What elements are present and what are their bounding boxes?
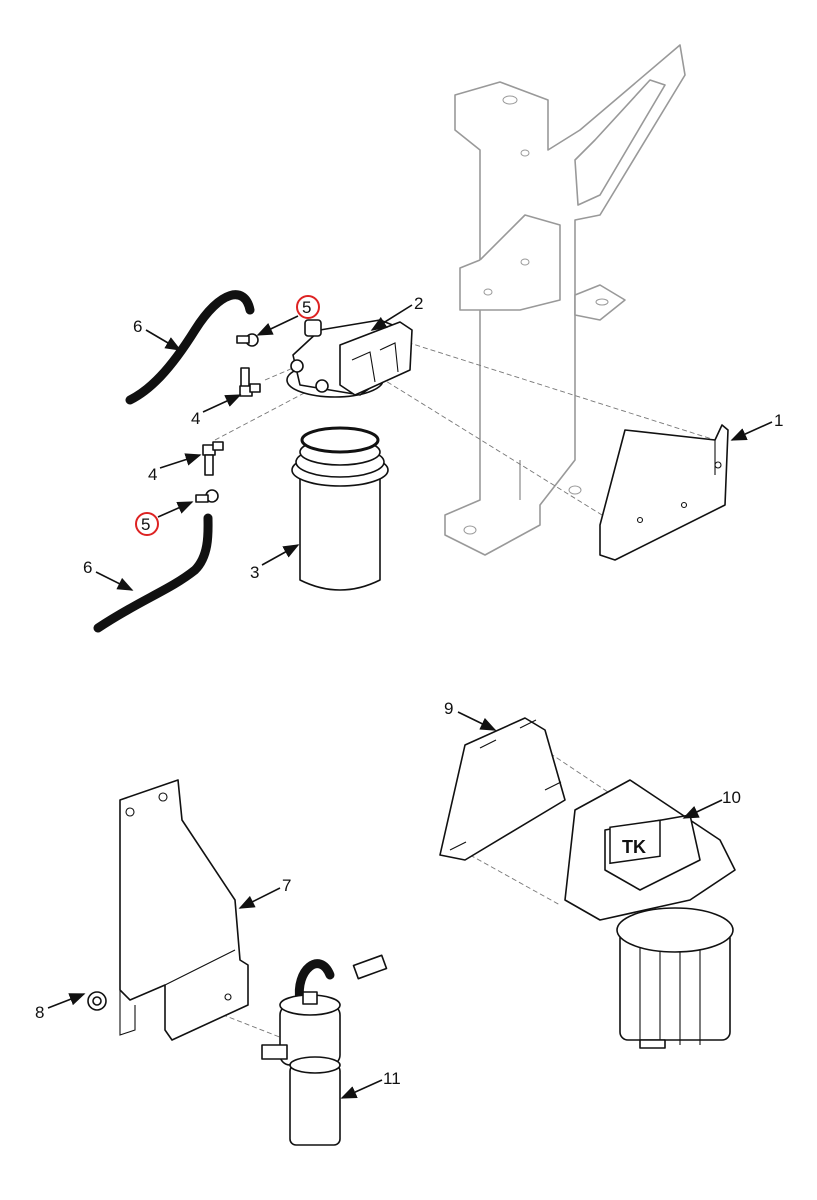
callout-6-lower: 6 — [83, 558, 92, 577]
callout-1: 1 — [774, 411, 783, 430]
manufacturer-logo: TK — [622, 837, 646, 857]
callout-5-upper: 5 — [302, 298, 311, 317]
callout-2: 2 — [414, 294, 423, 313]
part-8-washer — [87, 991, 107, 1011]
callouts: 1 2 3 4 4 5 5 6 6 7 8 9 10 11 — [35, 294, 783, 1099]
part-3-filter-bowl — [291, 426, 389, 591]
callout-5-lower: 5 — [141, 515, 150, 534]
part-4-elbow-fitting-upper — [239, 367, 261, 397]
part-6-hose-upper — [125, 290, 255, 405]
callout-7: 7 — [282, 876, 291, 895]
callout-3: 3 — [250, 563, 259, 582]
frame-rail — [444, 44, 686, 556]
callout-9: 9 — [444, 699, 453, 718]
highlight-ring-5-upper — [296, 295, 320, 319]
callout-8: 8 — [35, 1003, 44, 1022]
part-1-mounting-bracket — [599, 424, 729, 561]
part-6-hose-lower — [93, 513, 213, 633]
part-2-filter-head — [286, 319, 413, 398]
part-4-elbow-fitting-lower — [202, 441, 224, 476]
callout-10: 10 — [722, 788, 741, 807]
part-11-fuel-pump — [261, 954, 388, 1146]
callout-11: 11 — [383, 1069, 401, 1088]
part-9-adapter-plate — [439, 717, 566, 861]
part-5-hose-clamp-upper — [236, 333, 259, 347]
callout-4-upper: 4 — [191, 409, 200, 428]
callout-4-lower: 4 — [148, 465, 157, 484]
callout-6-upper: 6 — [133, 317, 142, 336]
highlight-ring-5-lower — [135, 512, 159, 536]
part-7-pump-bracket — [119, 779, 249, 1041]
part-5-hose-clamp-lower — [195, 489, 219, 503]
part-10-fuel-filter-assembly: TK — [564, 779, 736, 1049]
